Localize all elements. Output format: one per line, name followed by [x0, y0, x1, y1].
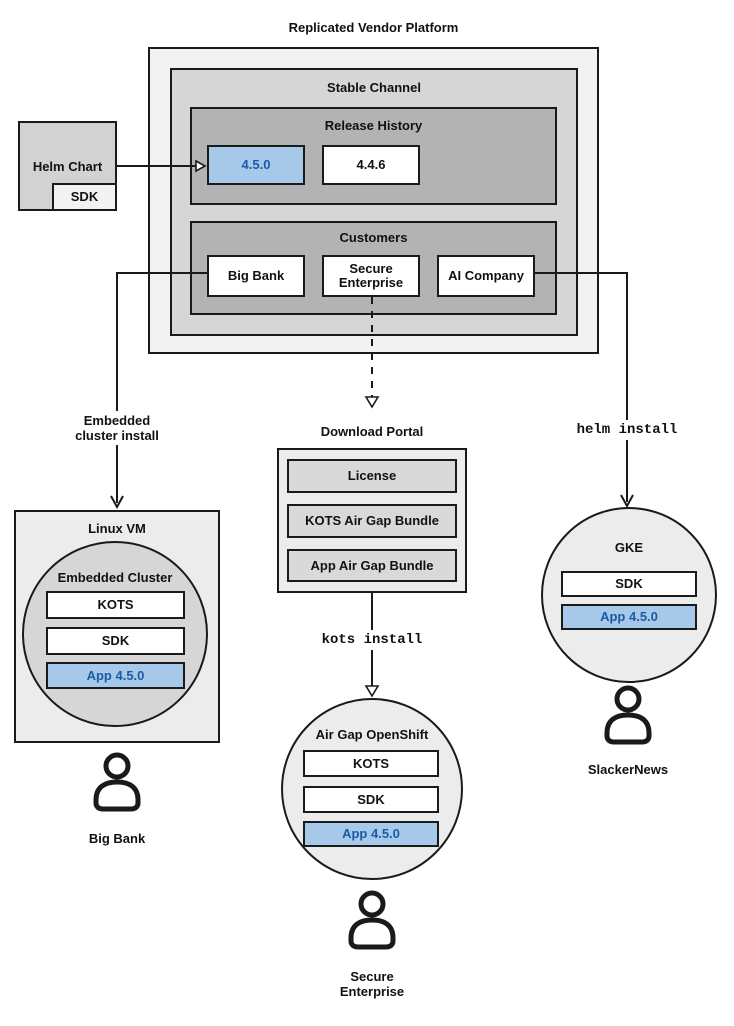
kots-install-label: kots install — [312, 630, 432, 650]
portal-arrowhead-icon — [364, 396, 380, 409]
customer-ai-company: AI Company — [437, 255, 535, 297]
customers-title: Customers — [339, 230, 408, 245]
portal-license-box: License — [287, 459, 457, 493]
linux-vm-sdk-box: SDK — [46, 627, 185, 655]
gke-app-box: App 4.5.0 — [561, 604, 697, 630]
customer-secure-enterprise: Secure Enterprise — [322, 255, 420, 297]
openshift-kots-box: KOTS — [303, 750, 439, 777]
download-portal-title: Download Portal — [320, 424, 424, 439]
gke-arrowhead-icon — [620, 494, 634, 509]
secure-enterprise-user-label: Secure Enterprise — [339, 969, 405, 999]
big-bank-user-icon — [93, 752, 141, 812]
embedded-cluster-title: Embedded Cluster — [57, 570, 173, 585]
embedded-install-label: Embedded cluster install — [61, 411, 173, 445]
stable-channel-title: Stable Channel — [327, 80, 421, 95]
diagram-title: Replicated Vendor Platform — [288, 20, 459, 35]
helm-chart-sdk-box: SDK — [52, 183, 117, 211]
secure-enterprise-user-icon — [348, 890, 396, 950]
openshift-arrowhead-icon — [364, 685, 380, 698]
openshift-sdk-box: SDK — [303, 786, 439, 813]
helm-chart-label: Helm Chart — [32, 159, 103, 174]
portal-app-bundle-box: App Air Gap Bundle — [287, 549, 457, 582]
bigbank-arrowhead-icon — [110, 495, 124, 510]
slackernews-user-label: SlackerNews — [587, 762, 669, 777]
customer-big-bank: Big Bank — [207, 255, 305, 297]
release-4-5-0: 4.5.0 — [207, 145, 305, 185]
openshift-title: Air Gap OpenShift — [315, 727, 429, 742]
slackernews-user-icon — [604, 685, 652, 745]
helm-install-label: helm install — [567, 420, 687, 440]
linux-vm-app-box: App 4.5.0 — [46, 662, 185, 689]
gke-title: GKE — [614, 540, 644, 555]
gke-sdk-box: SDK — [561, 571, 697, 597]
release-4-4-6: 4.4.6 — [322, 145, 420, 185]
release-history-title: Release History — [324, 118, 423, 133]
big-bank-user-label: Big Bank — [88, 831, 146, 846]
openshift-app-box: App 4.5.0 — [303, 821, 439, 847]
linux-vm-kots-box: KOTS — [46, 591, 185, 619]
portal-kots-bundle-box: KOTS Air Gap Bundle — [287, 504, 457, 538]
linux-vm-title: Linux VM — [88, 521, 146, 536]
